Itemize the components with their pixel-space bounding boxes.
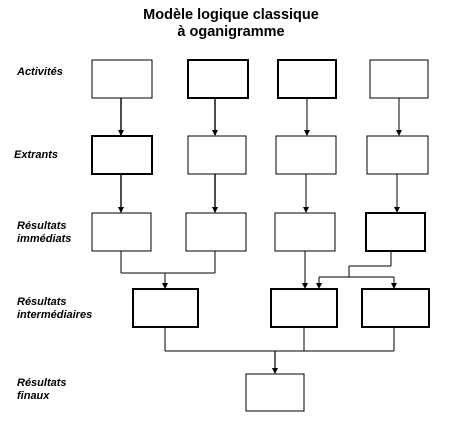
box-immediat-1	[91, 212, 152, 252]
box-immediat-2	[185, 212, 247, 252]
label-resultats-finaux: Résultats finaux	[17, 377, 67, 403]
label-resultats-finaux-line1: Résultats	[17, 377, 67, 389]
label-activites: Activités	[17, 66, 63, 78]
box-extrant-4	[366, 135, 429, 175]
label-resultats-intermediaires: Résultats intermédiaires	[17, 296, 92, 322]
box-extrant-2	[187, 135, 247, 175]
box-extrant-3	[275, 135, 337, 175]
title-line-2: à oganigramme	[177, 24, 285, 40]
box-final	[245, 373, 305, 412]
label-resultats-immediats-line2: immédiats	[17, 233, 72, 245]
box-intermediaire-2	[270, 288, 338, 328]
label-resultats-finaux-line2: finaux	[17, 390, 50, 402]
diagram-title: Modèle logique classique à oganigramme	[0, 7, 462, 41]
label-resultats-immediats-line1: Résultats	[17, 220, 67, 232]
label-resultats-intermediaires-line1: Résultats	[17, 296, 67, 308]
label-resultats-immediats: Résultats immédiats	[17, 220, 71, 246]
label-resultats-intermediaires-line2: intermédiaires	[17, 309, 93, 321]
box-activite-2	[187, 59, 249, 99]
box-activite-1	[91, 59, 153, 99]
box-immediat-4	[365, 212, 426, 252]
box-extrant-1	[91, 135, 153, 175]
box-activite-3	[277, 59, 337, 99]
box-immediat-3	[274, 212, 336, 252]
title-line-1: Modèle logique classique	[143, 7, 319, 23]
label-extrants: Extrants	[14, 149, 59, 161]
box-intermediaire-3	[361, 288, 430, 328]
box-activite-4	[369, 59, 429, 99]
box-intermediaire-1	[132, 288, 199, 328]
